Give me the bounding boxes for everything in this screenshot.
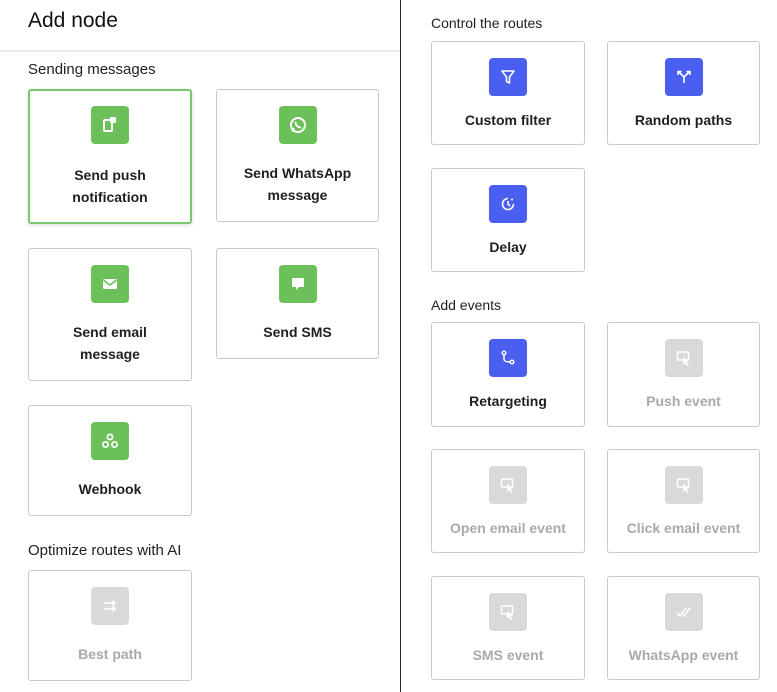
custom-filter-card[interactable]: Custom filter [431, 41, 585, 145]
retarget-icon [489, 339, 527, 377]
send-email-label: Send email message [73, 324, 147, 362]
sms-event-label: SMS event [472, 647, 544, 663]
best-path-label: Best path [78, 646, 142, 662]
whatsapp-event-label: WhatsApp event [628, 647, 739, 663]
send-sms-card[interactable]: Send SMS [216, 248, 379, 359]
section-control-routes: Control the routes [431, 15, 543, 31]
double-check-icon [664, 593, 703, 631]
send-push-label: Send push notification [72, 167, 148, 205]
webhook-icon [91, 422, 129, 460]
webhook-label: Webhook [78, 481, 142, 497]
best-path-card: Best path [28, 570, 192, 681]
send-sms-label: Send SMS [263, 324, 332, 340]
whatsapp-icon [278, 106, 317, 144]
open-email-event-label: Open email event [450, 520, 566, 536]
retargeting-card[interactable]: Retargeting [431, 322, 585, 427]
section-optimize-routes: Optimize routes with AI [28, 542, 182, 559]
open-email-event-card: Open email event [431, 449, 585, 553]
sms-event-card: SMS event [431, 576, 585, 680]
section-add-events: Add events [431, 297, 502, 313]
custom-filter-label: Custom filter [464, 112, 552, 128]
click-email-event-card: Click email event [607, 449, 760, 553]
send-whatsapp-message-card[interactable]: Send WhatsApp message [216, 89, 379, 222]
header-divider [0, 50, 400, 52]
webhook-card[interactable]: Webhook [28, 405, 192, 516]
delay-card[interactable]: Delay [431, 168, 585, 272]
whatsapp-event-card: WhatsApp event [607, 576, 760, 680]
column-divider [400, 0, 401, 692]
shuffle-arrows-icon [91, 587, 129, 625]
cursor-click-icon [664, 339, 703, 377]
random-paths-card[interactable]: Random paths [607, 41, 760, 145]
split-arrows-icon [664, 58, 703, 96]
funnel-icon [489, 58, 527, 96]
retargeting-label: Retargeting [469, 393, 547, 409]
cursor-click-icon [664, 466, 703, 504]
push-notification-icon [91, 106, 129, 144]
click-email-event-label: Click email event [626, 520, 741, 536]
random-paths-label: Random paths [634, 112, 733, 128]
clock-icon [489, 185, 527, 223]
chat-bubble-icon [278, 265, 317, 303]
page-title: Add node [28, 9, 118, 32]
send-email-message-card[interactable]: Send email message [28, 248, 192, 381]
section-sending-messages: Sending messages [28, 61, 156, 78]
delay-label: Delay [489, 239, 527, 255]
push-event-card: Push event [607, 322, 760, 427]
cursor-click-icon [489, 593, 527, 631]
send-whatsapp-label: Send WhatsApp message [243, 165, 352, 203]
cursor-click-icon [489, 466, 527, 504]
envelope-icon [91, 265, 129, 303]
send-push-notification-card[interactable]: Send push notification [28, 89, 192, 224]
push-event-label: Push event [646, 393, 721, 409]
